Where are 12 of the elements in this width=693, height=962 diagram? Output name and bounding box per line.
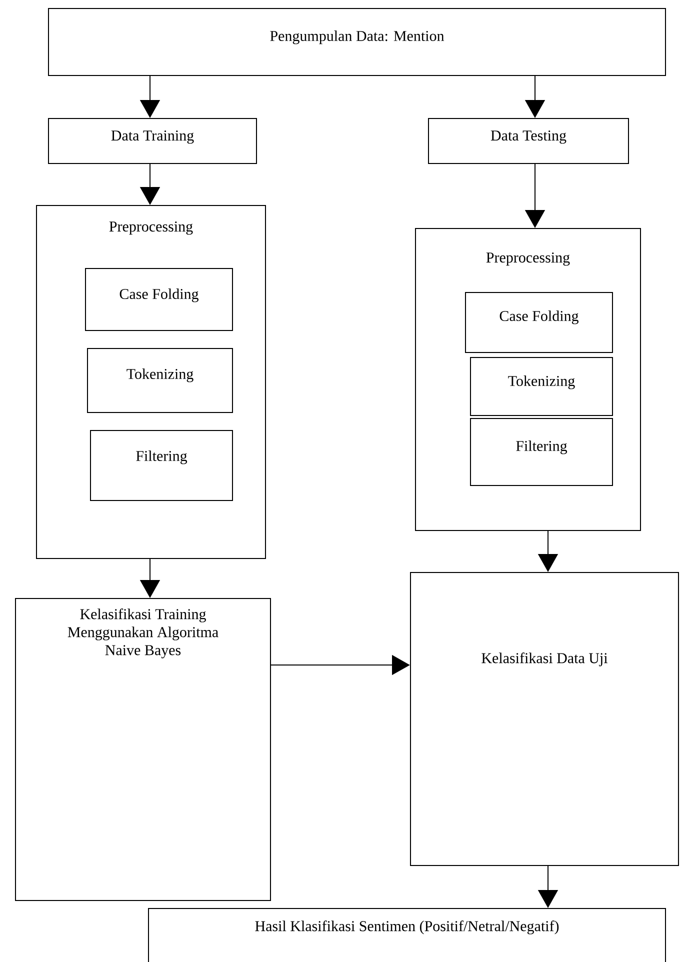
process-box: Filtering [90,430,233,501]
process-box: Kelasifikasi Data Uji [410,572,679,866]
process-box: Data Training [48,118,257,164]
process-box: Tokenizing [87,348,233,413]
process-box: Hasil Klasifikasi Sentimen (Positif/Netral/Negatif) [148,908,666,962]
process-box: Pengumpulan Data: Mention [48,8,666,76]
process-box: Case Folding [465,292,613,353]
process-box: Kelasifikasi Training Menggunakan Algoritma Naive Bayes [15,598,271,901]
process-box: Tokenizing [470,357,613,416]
process-box: Data Testing [428,118,629,164]
process-box: Filtering [470,418,613,486]
process-box: Case Folding [85,268,233,331]
